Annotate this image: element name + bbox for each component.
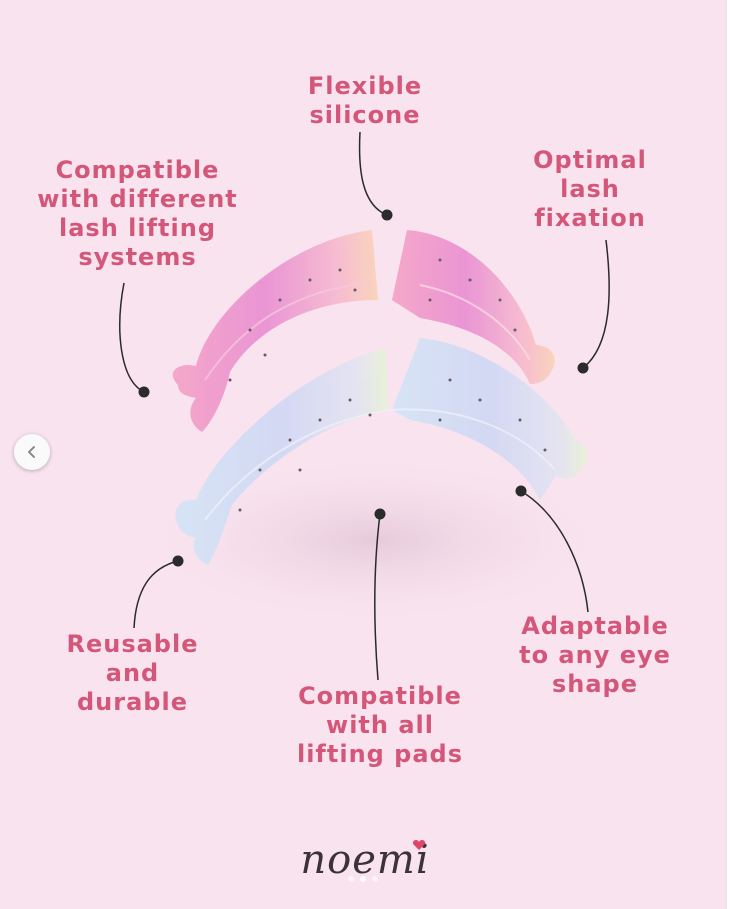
carousel-dots — [348, 876, 378, 882]
carousel-dot[interactable] — [348, 876, 354, 882]
glitter — [228, 258, 547, 512]
label-compatible-systems: Compatible with different lash lifting s… — [37, 156, 238, 271]
pink-shield — [172, 230, 555, 432]
blue-shield — [175, 338, 588, 565]
label-flexible-silicone: Flexible silicone — [307, 72, 423, 129]
heart-icon — [412, 840, 426, 850]
label-reusable-durable: Reusable and durable — [66, 630, 199, 716]
label-optimal-fixation: Optimal lash fixation — [533, 146, 647, 232]
viewer-edge — [726, 0, 730, 909]
shields-shadow — [135, 455, 615, 625]
callout-lines — [119, 131, 610, 681]
chevron-left-icon — [28, 446, 35, 458]
callout-dots — [138, 209, 589, 567]
previous-slide-button[interactable] — [14, 434, 50, 470]
label-compatible-pads: Compatible with all lifting pads — [296, 682, 464, 768]
brand-logo: noemi — [300, 837, 430, 883]
carousel-dot[interactable] — [372, 876, 378, 882]
carousel-dot-active[interactable] — [360, 876, 366, 882]
label-adaptable-eye-shape: Adaptable to any eye shape — [519, 612, 671, 698]
